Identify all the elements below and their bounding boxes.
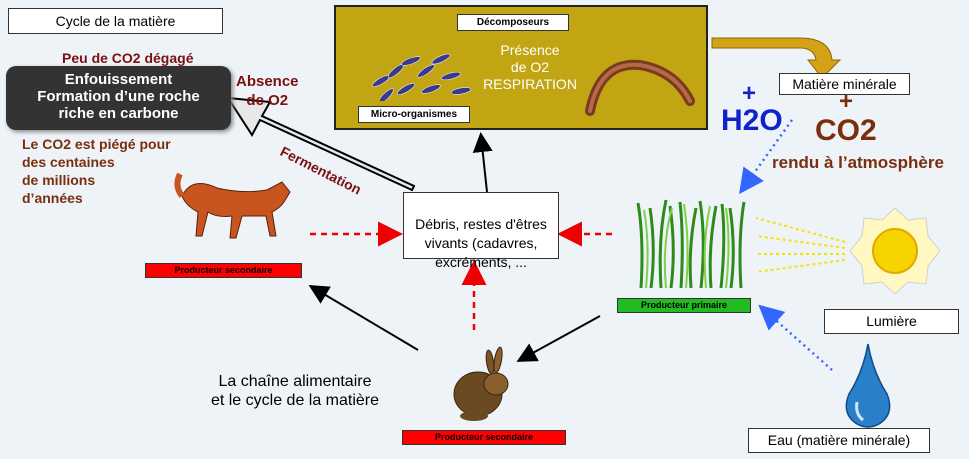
debris-text: Débris, restes d'êtres vivants (cadavres… [415, 216, 547, 270]
fermentation-arrow [226, 96, 416, 192]
presence-o2-text: Présence de O2 RESPIRATION [483, 42, 577, 92]
sun-rays [755, 217, 846, 273]
grass-producer-text: Producteur primaire [640, 300, 728, 310]
returned-to-atmosphere: rendu à l’atmosphère [772, 153, 944, 172]
light-box: Lumière [824, 309, 959, 334]
burial-top-note: Peu de CO2 dégagé [62, 50, 194, 66]
grass-producer-tag: Producteur primaire [617, 298, 751, 313]
microorganisms-label-text: Micro-organismes [370, 109, 458, 120]
rabbit-producer-tag: Producteur secondaire [402, 430, 566, 445]
trapped-note: Le CO2 est piégé pour des centaines de m… [22, 136, 171, 206]
water-drop-image [845, 343, 891, 428]
debris-to-decomposers-arrow [472, 132, 493, 193]
rabbit-to-fox-arrow [308, 284, 419, 351]
microorganisms-label: Micro-organismes [358, 106, 470, 123]
mineral-matter-box: Matière minérale [779, 73, 910, 95]
decomposers-title: Décomposeurs [457, 14, 569, 31]
rabbit-image [453, 346, 509, 421]
water-to-grass-arrow [758, 304, 833, 371]
decomposer-to-mineral-arrow [711, 37, 842, 79]
diagram-title: Cycle de la matière [8, 8, 223, 34]
decomposers-title-text: Décomposeurs [476, 17, 550, 28]
burial-box-text: Enfouissement Formation d’une roche rich… [37, 71, 200, 122]
water-box: Eau (matière minérale) [748, 428, 930, 453]
co2-plus: + [839, 88, 854, 115]
fox-producer-text: Producteur secondaire [174, 265, 273, 275]
fox-producer-tag: Producteur secondaire [145, 263, 302, 278]
h2o-plus: + [742, 80, 757, 107]
diagram-caption: La chaîne alimentaire et le cycle de la … [210, 373, 380, 409]
grass-image [636, 199, 746, 288]
earthworm-image [585, 59, 695, 116]
sun-image [850, 207, 940, 295]
mineral-matter-text: Matière minérale [792, 76, 897, 92]
h2o-label: H2O [721, 104, 783, 137]
diagram-title-text: Cycle de la matière [55, 13, 176, 29]
atmosphere-to-grass-arrow [739, 119, 794, 195]
burial-box: Enfouissement Formation d’une roche rich… [6, 66, 231, 130]
rabbit-producer-text: Producteur secondaire [434, 432, 534, 442]
light-text: Lumière [866, 313, 917, 329]
fox-image [174, 172, 291, 239]
grass-to-rabbit-arrow [516, 315, 601, 362]
absence-o2-label: Absence de O2 [236, 73, 299, 109]
water-text: Eau (matière minérale) [767, 432, 911, 448]
debris-box: Débris, restes d'êtres vivants (cadavres… [403, 192, 559, 270]
co2-label: CO2 [815, 114, 877, 147]
microorganisms-image [371, 53, 472, 101]
